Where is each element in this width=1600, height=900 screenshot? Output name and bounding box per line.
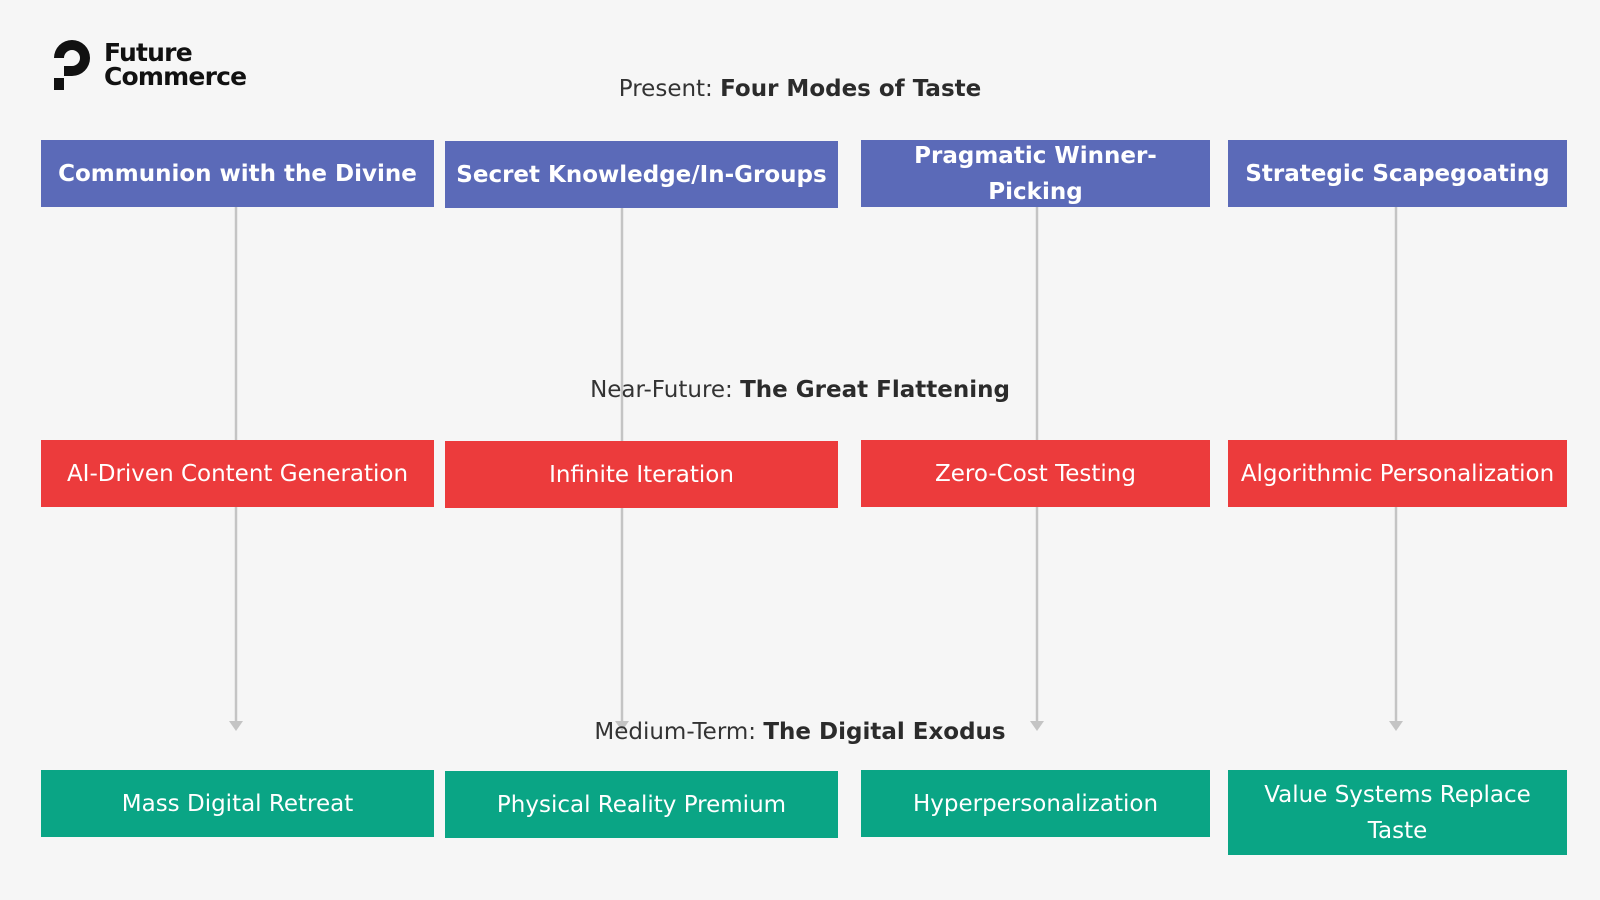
section-emphasis-near-future: The Great Flattening <box>740 377 1010 403</box>
section-prefix-present: Present: <box>618 76 713 102</box>
section-prefix-near-future: Near-Future: <box>590 377 733 403</box>
present-box-4: Strategic Scapegoating <box>1228 140 1567 207</box>
brand-line-1: Future <box>104 38 193 67</box>
future-commerce-logo-icon <box>54 40 90 90</box>
medium-term-box-2: Physical Reality Premium <box>445 771 838 838</box>
near-future-box-3: Zero-Cost Testing <box>861 440 1210 507</box>
section-emphasis-present: Four Modes of Taste <box>720 76 982 102</box>
section-prefix-medium-term: Medium-Term: <box>594 719 757 745</box>
brand-logo: Future Commerce <box>54 38 247 91</box>
brand-line-2: Commerce <box>104 62 247 91</box>
section-emphasis-medium-term: The Digital Exodus <box>763 719 1006 745</box>
section-title-medium-term: Medium-Term: The Digital Exodus <box>0 717 1600 747</box>
present-box-2: Secret Knowledge/In-Groups <box>445 141 838 208</box>
near-future-box-4: Algorithmic Personalization <box>1228 440 1567 507</box>
section-title-present: Present: Four Modes of Taste <box>0 74 1600 104</box>
medium-term-box-3: Hyperpersonalization <box>861 770 1210 837</box>
medium-term-box-1: Mass Digital Retreat <box>41 770 434 837</box>
near-future-box-2: Infinite Iteration <box>445 441 838 508</box>
present-box-3: Pragmatic Winner-Picking <box>861 140 1210 207</box>
brand-wordmark: Future Commerce <box>104 38 247 91</box>
section-title-near-future: Near-Future: The Great Flattening <box>0 375 1600 405</box>
present-box-1: Communion with the Divine <box>41 140 434 207</box>
near-future-box-1: AI-Driven Content Generation <box>41 440 434 507</box>
medium-term-box-4: Value Systems Replace Taste <box>1228 770 1567 855</box>
